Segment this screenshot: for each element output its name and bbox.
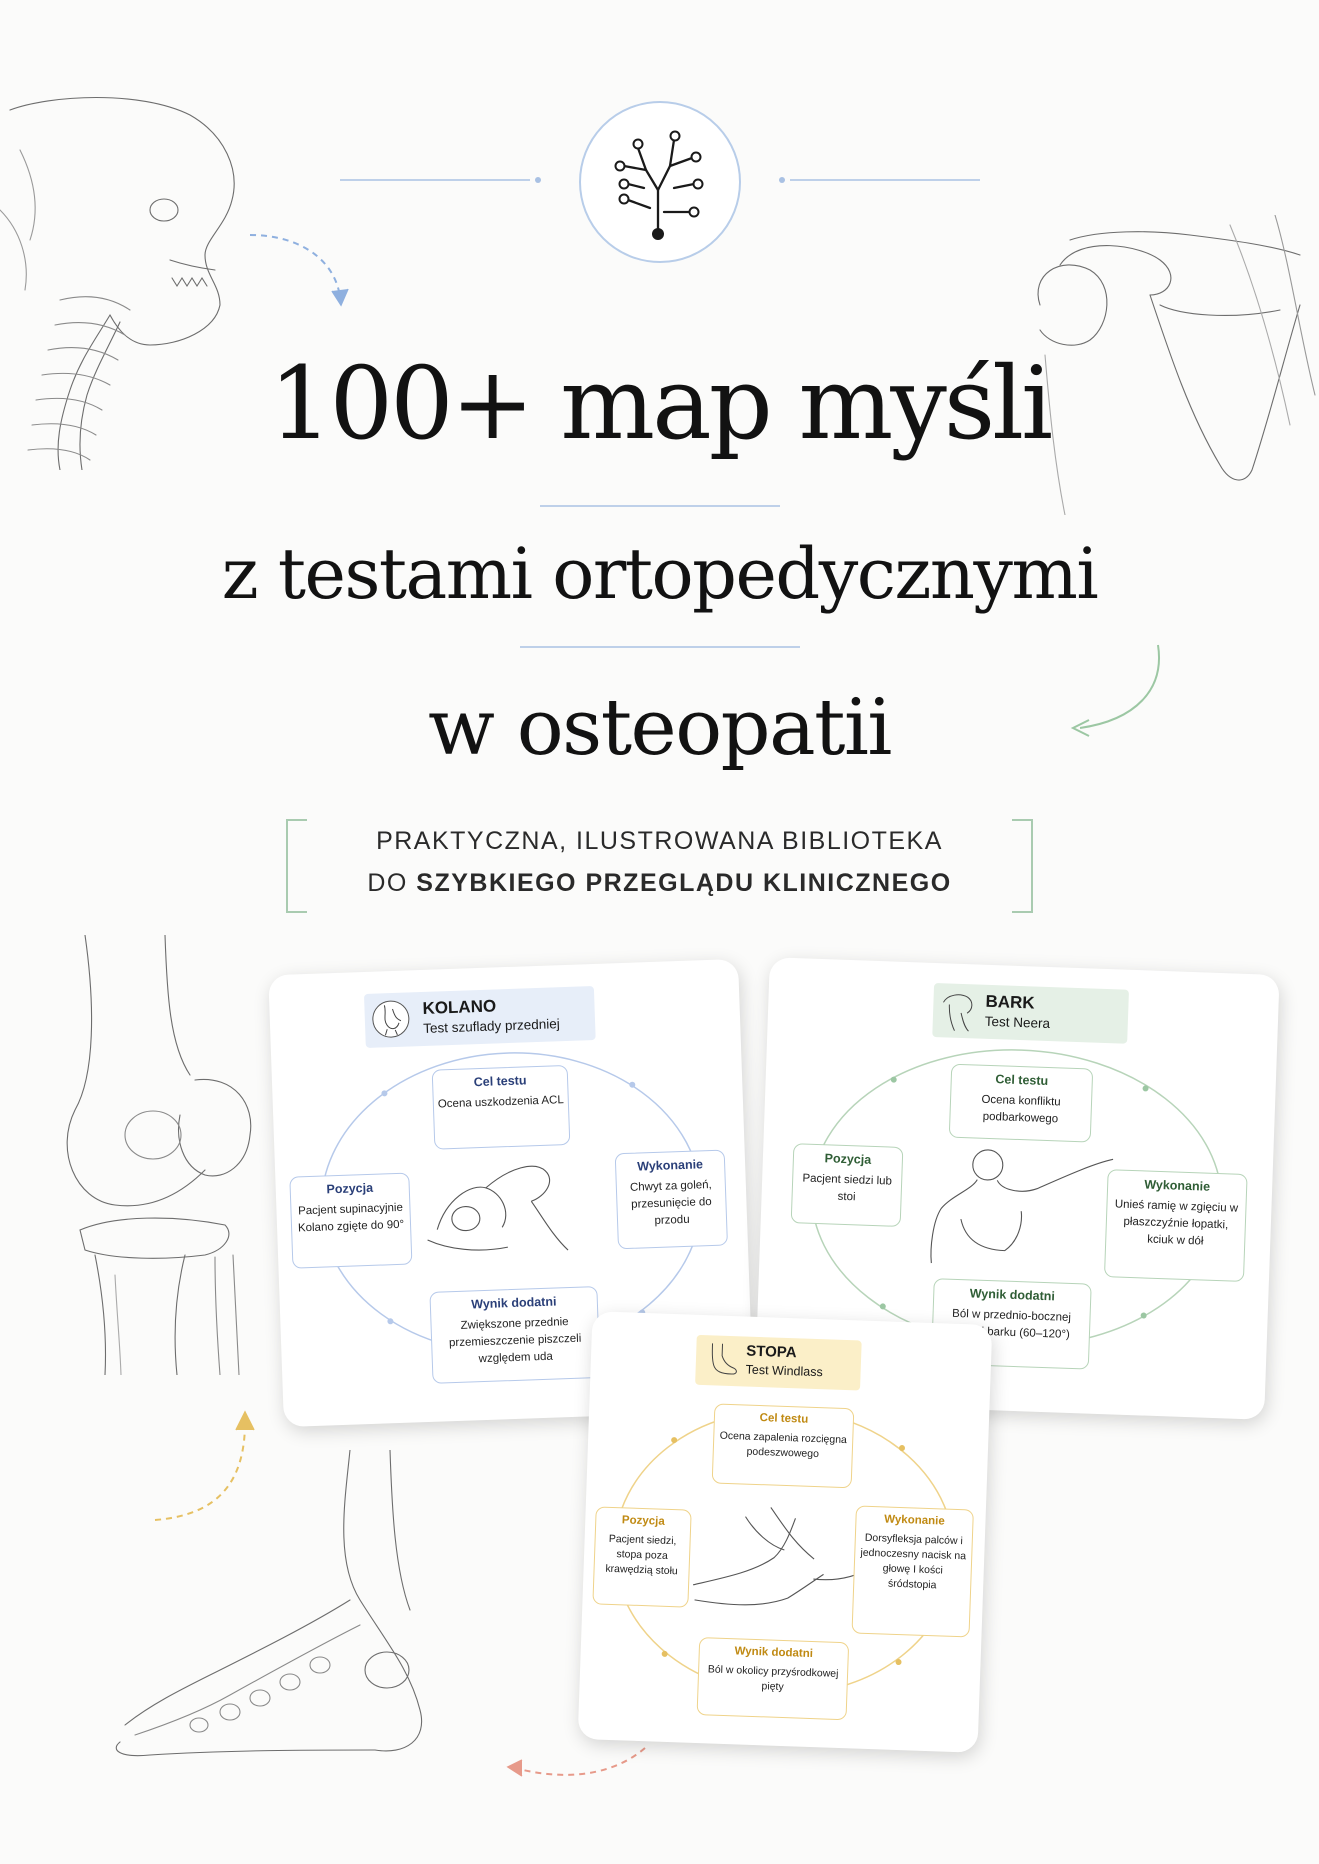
- bark-header: BARK Test Neera: [932, 982, 1130, 1044]
- subtitle: PRAKTYCZNA, ILUSTROWANA BIBLIOTEKA DO SZ…: [300, 820, 1019, 904]
- subtitle-line-2-prefix: DO: [367, 869, 417, 897]
- stopa-header: STOPA Test Windlass: [695, 1334, 862, 1391]
- stopa-wynik-dodatni: Wynik dodatni Ból w okolicy przyśrodkowe…: [696, 1637, 850, 1721]
- title-line-1: 100+ map myśli: [268, 345, 1053, 462]
- stopa-pozycja-text: Pacjent siedzi, stopa poza krawędzią sto…: [605, 1532, 678, 1578]
- title-line-2: z testami ortopedycznymi: [221, 533, 1099, 615]
- title-line-3: w osteopatii: [428, 683, 892, 773]
- stopa-wynik-dodatni-text: Ból w okolicy przyśrodkowej pięty: [707, 1663, 839, 1694]
- bark-wykonanie-heading: Wykonanie: [1144, 1177, 1211, 1194]
- bark-title: BARK: [985, 991, 1035, 1013]
- kolano-cel-testu-heading: Cel testu: [473, 1073, 527, 1090]
- bark-wynik-dodatni-heading: Wynik dodatni: [969, 1286, 1056, 1304]
- arrow-green: [1070, 644, 1160, 737]
- bark-figure: [930, 1149, 1114, 1264]
- kolano-subtitle: Test szuflady przedniej: [422, 1016, 560, 1036]
- kolano-pozycja-text: Pacjent supinacyjnie Kolano zgięte do 90…: [297, 1201, 405, 1235]
- title-divider-2: [520, 646, 800, 648]
- card-kolano: KOLANO Test szuflady przedniej Cel testu…: [268, 958, 754, 1428]
- card-bark: BARK Test Neera Cel testu Ocena konflikt…: [754, 957, 1280, 1420]
- stopa-wykonanie: Wykonanie Dorsyfleksja palców i jednocze…: [851, 1505, 974, 1638]
- subtitle-line-2: DO SZYBKIEGO PRZEGLĄDU KLINICZNEGO: [300, 862, 1019, 904]
- arrow-gold-dashed: [154, 1410, 255, 1521]
- bark-wykonanie-text: Unieś ramię w zgięciu w płaszczyźnie łop…: [1114, 1198, 1239, 1248]
- kolano-pozycja-heading: Pozycja: [326, 1180, 374, 1197]
- stopa-pozycja-heading: Pozycja: [621, 1514, 665, 1528]
- kolano-wynik-dodatni-heading: Wynik dodatni: [471, 1294, 557, 1312]
- stopa-cel-testu: Cel testu Ocena zapalenia rozcięgna pode…: [711, 1403, 855, 1489]
- stopa-figure: [692, 1507, 875, 1606]
- knee-icon: [372, 1000, 410, 1038]
- bark-cel-testu: Cel testu Ocena konfliktu podbarkowego: [948, 1063, 1094, 1143]
- kolano-cel-testu: Cel testu Ocena uszkodzenia ACL: [431, 1064, 571, 1150]
- kolano-wykonanie: Wykonanie Chwyt za goleń, przesunięcie d…: [614, 1149, 728, 1250]
- bark-pozycja-text: Pacjent siedzi lub stoi: [802, 1172, 893, 1204]
- stopa-wynik-dodatni-heading: Wynik dodatni: [734, 1645, 814, 1661]
- kolano-wykonanie-heading: Wykonanie: [637, 1157, 704, 1174]
- stopa-subtitle: Test Windlass: [745, 1362, 823, 1380]
- bark-pozycja: Pozycja Pacjent siedzi lub stoi: [790, 1143, 904, 1227]
- kolano-figure: [427, 1165, 569, 1251]
- kolano-cel-testu-text: Ocena uszkodzenia ACL: [437, 1094, 564, 1111]
- subtitle-line-2-bold: SZYBKIEGO PRZEGLĄDU KLINICZNEGO: [416, 869, 952, 897]
- logo-tree-icon: [579, 101, 741, 263]
- stopa-wykonanie-text: Dorsyfleksja palców i jednoczesny nacisk…: [860, 1531, 967, 1592]
- knee-illustration: [66, 935, 252, 1375]
- arrow-blue-dashed: [249, 234, 349, 307]
- bark-cel-testu-text: Ocena konfliktu podbarkowego: [981, 1093, 1061, 1126]
- bracket-left: [286, 819, 307, 913]
- stopa-wykonanie-heading: Wykonanie: [884, 1513, 945, 1528]
- foot-illustration: [115, 1450, 423, 1757]
- bark-pozycja-heading: Pozycja: [824, 1151, 872, 1167]
- title-divider-1: [540, 505, 780, 507]
- card-stopa: STOPA Test Windlass Cel testu Ocena zapa…: [577, 1311, 993, 1753]
- skull-spine-illustration: [0, 96, 235, 470]
- bracket-right: [1012, 819, 1033, 913]
- subtitle-line-1: PRAKTYCZNA, ILUSTROWANA BIBLIOTEKA: [376, 827, 943, 855]
- bark-subtitle: Test Neera: [984, 1013, 1051, 1032]
- stopa-pozycja: Pozycja Pacjent siedzi, stopa poza krawę…: [592, 1506, 692, 1608]
- kolano-header: KOLANO Test szuflady przedniej: [363, 985, 596, 1048]
- kolano-wynik-dodatni: Wynik dodatni Zwiększone przednie przemi…: [429, 1286, 601, 1384]
- kolano-wykonanie-text: Chwyt za goleń, przesunięcie do przodu: [629, 1178, 712, 1228]
- kolano-wynik-dodatni-text: Zwiększone przednie przemieszczenie pisz…: [448, 1316, 582, 1366]
- stopa-title: STOPA: [745, 1342, 797, 1362]
- arrow-red-dashed: [506, 1747, 646, 1777]
- stopa-cel-testu-heading: Cel testu: [759, 1412, 809, 1426]
- shoulder-illustration: [1037, 215, 1316, 515]
- shoulder-icon: [943, 994, 973, 1032]
- stopa-cel-testu-text: Ocena zapalenia rozcięgna podeszwowego: [719, 1429, 848, 1461]
- header-divider: [340, 177, 980, 183]
- bark-wykonanie: Wykonanie Unieś ramię w zgięciu w płaszc…: [1103, 1169, 1248, 1282]
- kolano-title: KOLANO: [422, 996, 497, 1018]
- kolano-pozycja: Pozycja Pacjent supinacyjnie Kolano zgię…: [289, 1172, 413, 1269]
- bark-cel-testu-heading: Cel testu: [995, 1072, 1049, 1089]
- foot-icon: [711, 1343, 737, 1375]
